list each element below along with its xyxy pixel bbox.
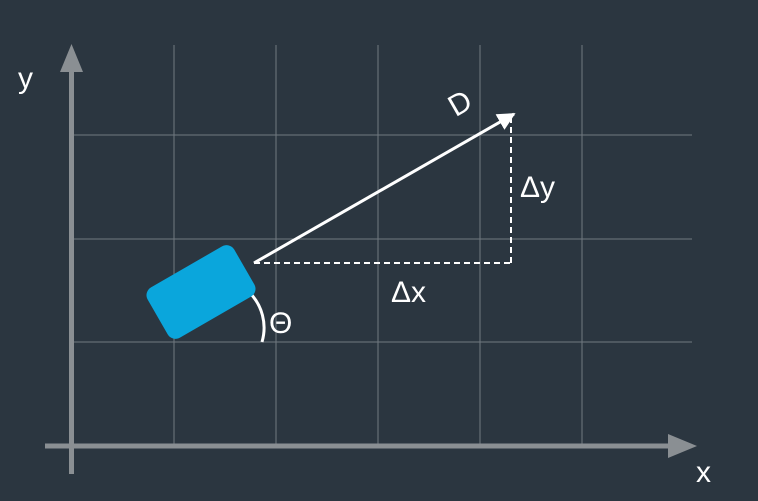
x-axis — [45, 443, 673, 449]
delta-lines — [254, 117, 512, 264]
delta-x-label: Δx — [391, 276, 426, 309]
angle-label: Θ — [269, 307, 292, 340]
grid — [72, 45, 692, 446]
x-axis-arrowhead — [668, 434, 697, 458]
y-axis-arrowhead — [60, 44, 83, 72]
distance-vector — [253, 112, 516, 265]
y-axis — [69, 68, 74, 474]
robot-body — [146, 245, 256, 339]
angle-arc — [247, 290, 266, 343]
distance-label: D — [443, 84, 478, 123]
y-axis-label: y — [18, 62, 33, 95]
axes — [45, 44, 697, 474]
delta-y-label: Δy — [520, 171, 555, 204]
x-axis-label: x — [696, 456, 711, 489]
